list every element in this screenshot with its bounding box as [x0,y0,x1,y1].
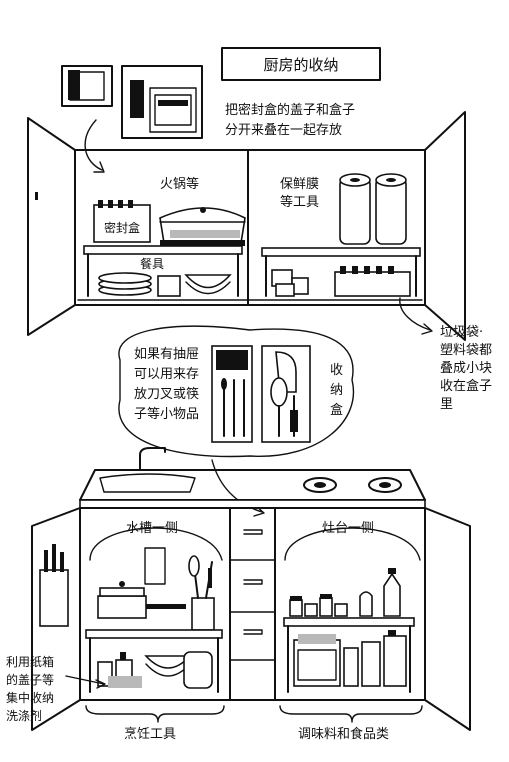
sealed-box-icon [93,204,151,243]
svg-text:的盖子等: 的盖子等 [6,672,54,687]
bowls-lower-icon [144,651,213,689]
label-stove-side: 灶台一侧 [322,521,374,536]
drawer-handle [243,629,263,635]
shelf-riser-left [83,245,243,255]
label-wrap-2: 等工具 [280,194,319,210]
label-cooking-tools: 烹饪工具 [124,727,176,742]
cabinet-door-lower-right [424,507,471,731]
faucet-icon [139,447,166,471]
label-sink-side: 水槽一侧 [126,521,178,536]
label-storage-box-3: 盒 [330,402,343,418]
shelf-riser-right [261,247,421,257]
drain-pipe-icon [144,547,166,585]
spice-jars-icon [289,594,348,617]
sink-icon [99,473,196,493]
label-wrap-1: 保鲜膜 [280,177,319,192]
svg-text:把密封盒的盖子和盒子: 把密封盒的盖子和盒子 [225,102,355,118]
svg-text:利用纸箱: 利用纸箱 [6,654,54,669]
plastic-wrap-rolls-icon [339,173,407,245]
svg-text:里: 里 [440,397,453,412]
label-storage-box-1: 收 [330,363,343,378]
label-storage-box-2: 纳 [330,383,343,398]
cutlery-tray-icon [211,345,253,443]
bowls-icon [157,274,232,297]
food-containers-icon [293,630,407,687]
wrap-shelf: 保鲜膜 等工具 [261,173,433,335]
lower-cabinet [31,507,471,731]
sink-side-cabinet: 水槽一侧 [85,521,223,693]
stove-side-cabinet: 灶台一侧 [283,521,421,693]
svg-text:洗涤剂: 洗涤剂 [6,708,42,723]
cabinet-door-right [424,111,466,341]
utensil-crock-icon [188,555,215,631]
svg-text:可以用来存: 可以用来存 [134,367,199,382]
hotpot-shelf: 火锅等 密封盒 餐具 [83,176,246,297]
label-hotpot: 火锅等 [160,176,199,192]
svg-text:塑料袋都: 塑料袋都 [440,343,492,358]
pot-icon [97,581,186,619]
trash-bag-boxes-icon [271,266,411,297]
svg-text:垃圾袋·: 垃圾袋· [440,325,483,340]
cabinet-door-lower-left [31,507,81,731]
svg-text:集中收纳: 集中收纳 [6,690,54,705]
svg-text:收在盒子: 收在盒子 [440,378,492,394]
svg-text:子等小物品: 子等小物品 [134,406,199,422]
oil-bottles-icon [359,568,401,617]
svg-text:如果有抽屉: 如果有抽屉 [134,346,199,362]
stacked-lids-illustration [61,65,203,173]
bottom-labels: 烹饪工具 调味料和食品类 [85,705,423,742]
svg-text:放刀叉或筷: 放刀叉或筷 [134,386,199,402]
label-sealed-box: 密封盒 [104,220,140,235]
note-lids: 把密封盒的盖子和盒子 分开来叠在一起存放 [225,102,355,138]
note-paper-box: 利用纸箱 的盖子等 集中收纳 洗涤剂 [6,654,106,723]
upper-cabinet [27,111,466,341]
stove-burner-icon [303,477,402,493]
drawer-note-cloud: 如果有抽屉 可以用来存 放刀叉或筷 子等小物品 收 纳 盒 [118,325,355,517]
label-tableware: 餐具 [140,256,164,271]
svg-text:分开来叠在一起存放: 分开来叠在一起存放 [225,123,342,138]
detergent-bottles-icon [97,652,142,688]
label-seasoning: 调味料和食品类 [298,726,389,742]
countertop [79,447,426,509]
drawer-handle [243,579,263,585]
knife-holder-icon [39,544,69,627]
plates-icon [98,272,152,296]
cabinet-door-left [27,117,76,336]
utensil-tray-icon [261,345,311,443]
title-box: 厨房的收纳 [221,47,381,81]
note-trash-bags: 垃圾袋· 塑料袋都 叠成小块 收在盒子 里 [440,325,492,412]
page-title: 厨房的收纳 [263,56,338,74]
svg-text:叠成小块: 叠成小块 [440,361,492,376]
drawer-handle [243,529,263,535]
